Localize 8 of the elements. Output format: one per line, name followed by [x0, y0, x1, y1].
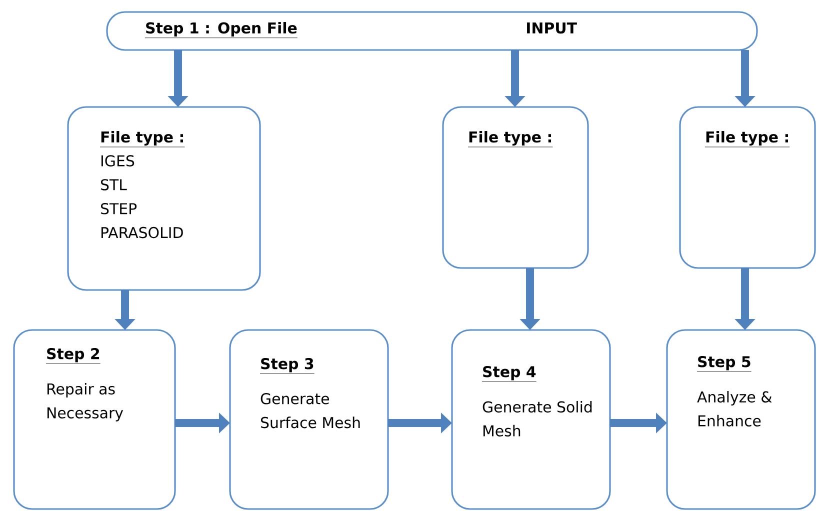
input-box: Step 1 : Open File INPUT — [106, 11, 758, 51]
step-box: Step 4 Generate Solid Mesh — [451, 329, 611, 510]
step-box: Step 3 Generate Surface Mesh — [229, 329, 389, 510]
file-type-box: File type : — [679, 106, 816, 269]
file-type-box: File type : — [442, 106, 589, 269]
step-box: Step 2 Repair as Necessary — [13, 329, 176, 510]
file-type-box: File type : IGES STL STEP PARASOLID — [67, 106, 261, 291]
step-box: Step 5 Analyze & Enhance — [666, 329, 816, 510]
